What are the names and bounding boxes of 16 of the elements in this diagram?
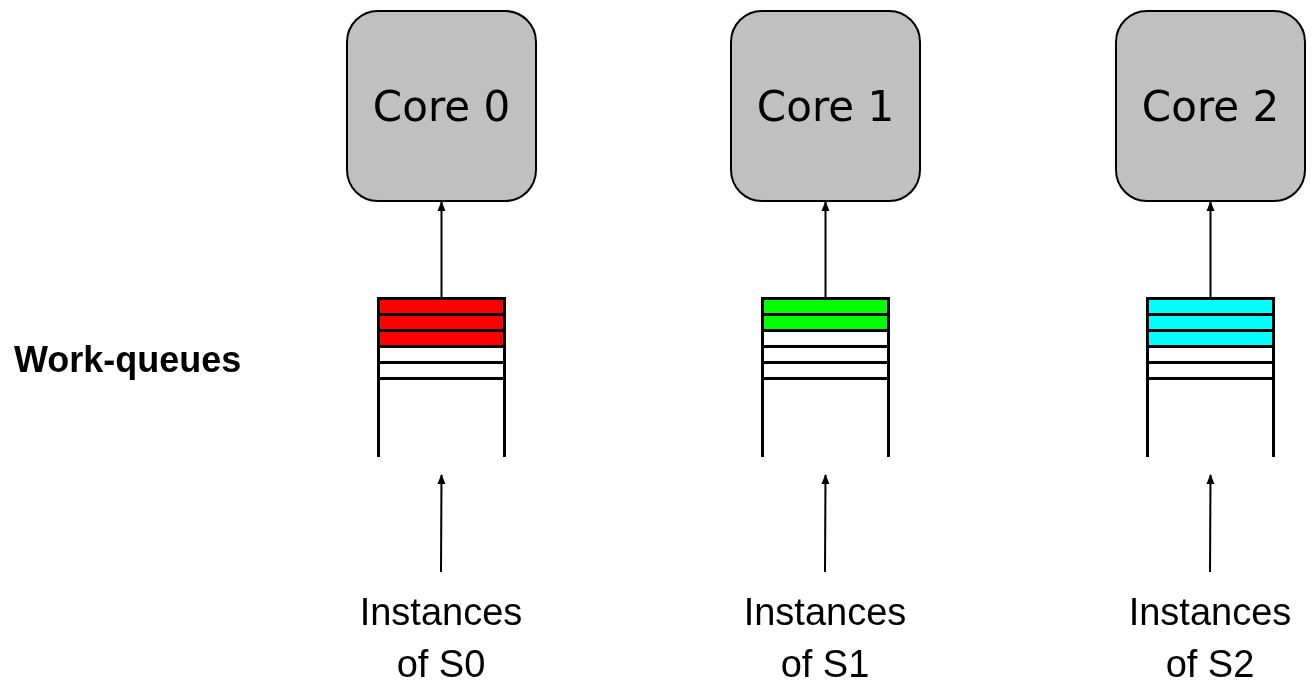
arrow [1206,474,1215,573]
core-box: Core 1 [730,10,921,202]
work-queue [761,297,890,457]
row-label: Work-queues [14,338,242,382]
arrow [437,474,446,573]
arrow [1206,201,1215,298]
arrow [821,474,830,573]
work-queue [1146,297,1275,457]
work-queue [377,297,506,457]
arrow [437,201,446,298]
core-box: Core 2 [1115,10,1306,202]
source-label: Instances of S1 [725,586,925,686]
source-label: Instances of S0 [341,586,541,686]
source-label: Instances of S2 [1110,586,1310,686]
core-box: Core 0 [346,10,537,202]
arrow [821,201,830,298]
